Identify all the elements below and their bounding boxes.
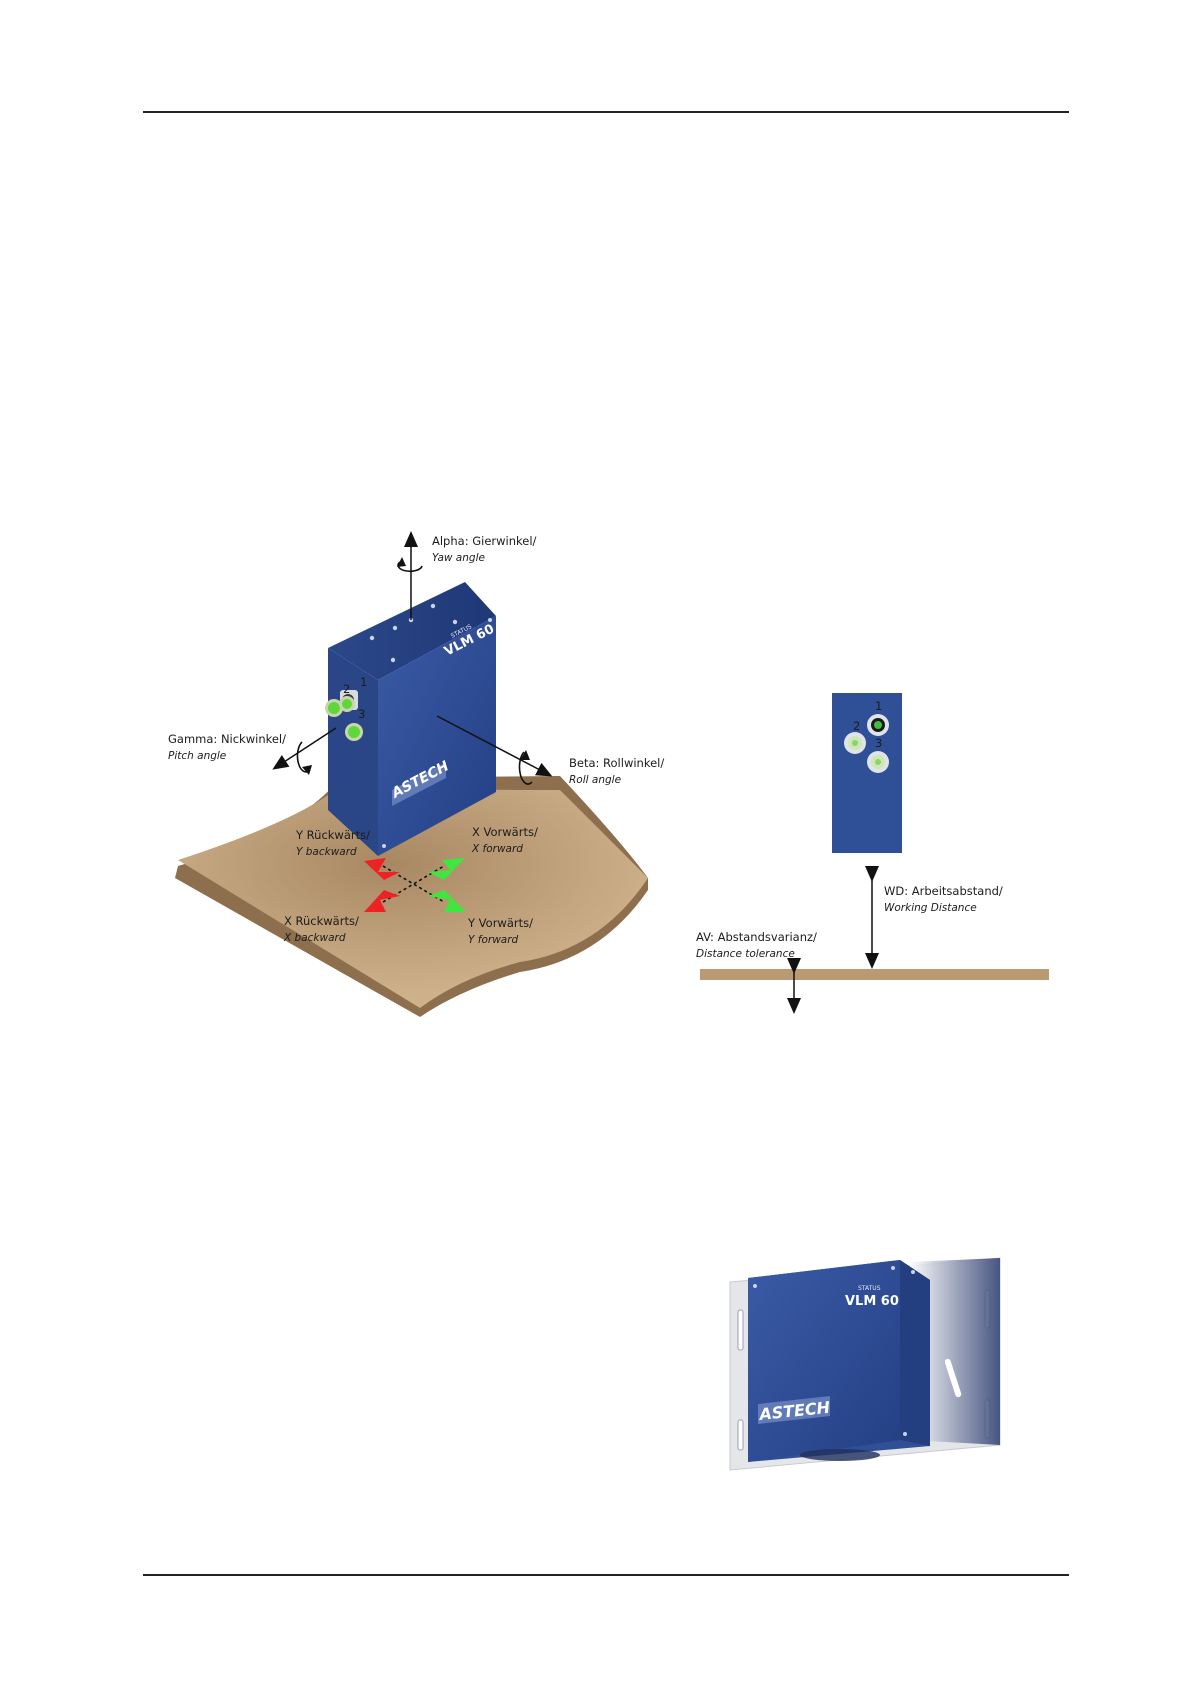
- x-forward-label-en: X forward: [471, 843, 523, 855]
- x-backward-label-de: X Rückwärts/: [284, 914, 359, 928]
- mounted-model-label: VLM 60: [845, 1294, 899, 1309]
- figure-3-mounted-device: STATUS VLM 60 ASTECH: [729, 1257, 1001, 1471]
- roll-axis: [436, 715, 553, 785]
- work-surface: [175, 776, 648, 1017]
- pitch-label-en: Pitch angle: [168, 750, 226, 762]
- pitch-axis: [272, 727, 337, 775]
- target-surface-bar: [700, 969, 1049, 980]
- y-forward-label-de: Y Vorwärts/: [467, 916, 533, 930]
- footer-rule: [143, 1574, 1069, 1576]
- y-forward-label-en: Y forward: [468, 934, 519, 946]
- roll-label-de: Beta: Rollwinkel/: [569, 756, 664, 770]
- yaw-axis: [397, 531, 423, 620]
- x-forward-label-de: X Vorwärts/: [472, 825, 538, 839]
- vlm60-device-mounted: [748, 1260, 962, 1462]
- x-forward-arrow: [428, 858, 465, 880]
- mounted-status-label: STATUS: [858, 1285, 881, 1292]
- port-3-label: 3: [358, 707, 365, 721]
- connector-3: [345, 723, 363, 741]
- front-port-3-label: 3: [875, 736, 882, 750]
- front-port-2-label: 2: [853, 719, 860, 733]
- roll-label-en: Roll angle: [569, 774, 621, 786]
- x-backward-label-en: X backward: [283, 932, 346, 944]
- y-backward-arrow: [364, 858, 400, 880]
- header-rule: [143, 111, 1069, 113]
- pitch-label-de: Gamma: Nickwinkel/: [168, 732, 286, 746]
- y-backward-label-en: Y backward: [296, 846, 357, 858]
- port-1-label: 1: [360, 675, 367, 689]
- av-label-de: AV: Abstandsvarianz/: [696, 930, 817, 944]
- translation-arrows: [364, 858, 466, 912]
- front-port-1-label: 1: [875, 699, 882, 713]
- vlm60-device-3d: STATUS VLM 60 ASTECH 1 2 3: [325, 582, 497, 856]
- figure-1-orientation-diagram: STATUS VLM 60 ASTECH 1 2 3: [168, 531, 664, 1017]
- port-2-label: 2: [343, 682, 350, 696]
- y-backward-label-de: Y Rückwärts/: [295, 828, 370, 842]
- figure-2-working-distance-diagram: 1 2 3 WD: Arbeitsabstand/ Working Distan…: [696, 693, 1049, 1014]
- wd-label-en: Working Distance: [884, 902, 977, 914]
- y-forward-arrow: [428, 890, 466, 912]
- x-backward-arrow: [364, 890, 400, 912]
- yaw-label-en: Yaw angle: [432, 552, 485, 564]
- vlm60-device-front: [832, 693, 902, 853]
- wd-label-de: WD: Arbeitsabstand/: [884, 884, 1003, 898]
- av-label-en: Distance tolerance: [696, 948, 795, 960]
- connector-2: [325, 696, 355, 717]
- yaw-label-de: Alpha: Gierwinkel/: [432, 534, 537, 548]
